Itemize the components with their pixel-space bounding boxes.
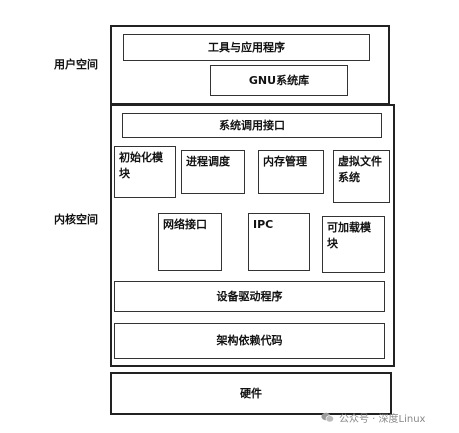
watermark: 公众号 · 深度Linux [321, 410, 425, 425]
hardware-box: 硬件 [110, 372, 392, 415]
watermark-text: 公众号 · 深度Linux [339, 414, 426, 425]
ipc-box: IPC [248, 213, 310, 271]
device-drivers-box: 设备驱动程序 [114, 281, 385, 312]
net-iface-label: 网络接口 [163, 218, 207, 231]
tools-apps-box: 工具与应用程序 [123, 34, 370, 61]
memory-mgmt-label: 内存管理 [263, 155, 307, 168]
net-iface-box: 网络接口 [158, 213, 222, 271]
process-sched-label: 进程调度 [186, 155, 230, 168]
init-module-label: 初始化模块 [119, 151, 163, 180]
init-module-box: 初始化模块 [114, 146, 176, 198]
vfs-box: 虚拟文件系统 [333, 150, 390, 203]
loadable-module-box: 可加载模块 [322, 216, 385, 273]
wechat-icon [321, 412, 334, 423]
kernel-space-label: 内核空间 [54, 213, 98, 226]
vfs-label: 虚拟文件系统 [338, 155, 382, 184]
memory-mgmt-box: 内存管理 [258, 150, 324, 194]
loadable-module-label: 可加载模块 [327, 221, 371, 250]
process-sched-box: 进程调度 [181, 150, 245, 194]
syscall-box: 系统调用接口 [122, 113, 382, 138]
arch-code-box: 架构依赖代码 [114, 323, 385, 359]
gnu-lib-box: GNU系统库 [210, 65, 348, 96]
user-space-label: 用户空间 [54, 58, 98, 71]
ipc-label: IPC [253, 218, 274, 231]
